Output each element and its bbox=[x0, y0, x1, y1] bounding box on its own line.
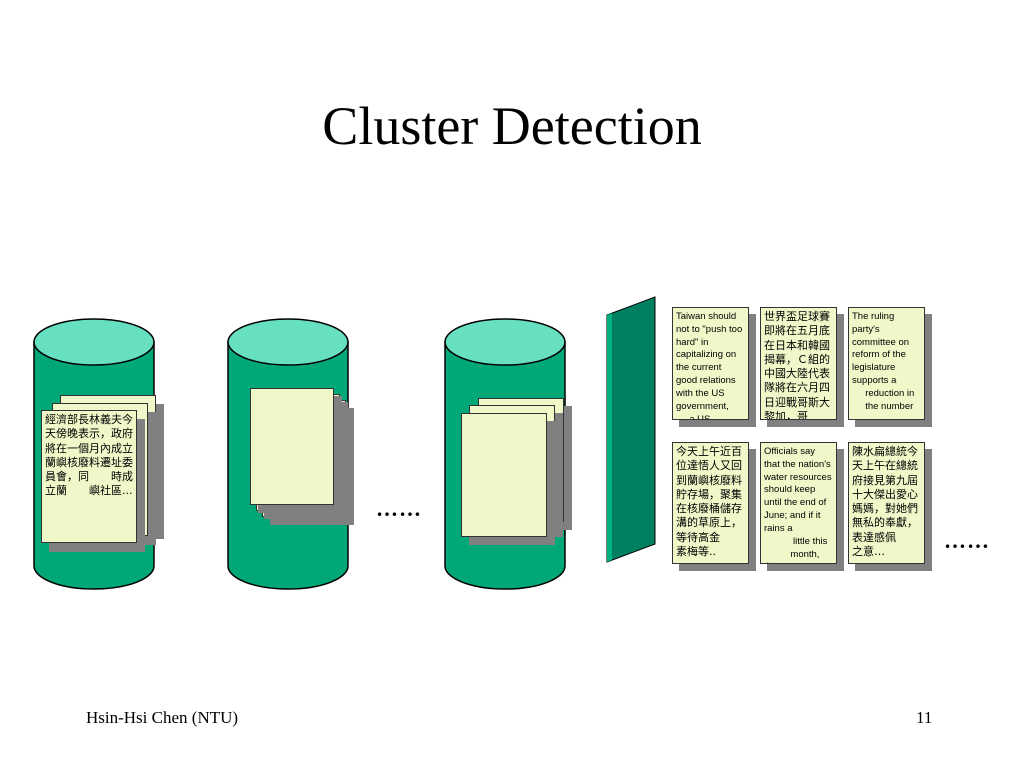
document-text: Taiwan should not to "push too hard" in … bbox=[676, 311, 743, 420]
document-text: 今天上午近百位達悟人又回到蘭嶼核廢料貯存場，聚集在核廢桶儲存溝的草原上， 等待高… bbox=[676, 445, 742, 559]
page-number: 11 bbox=[916, 708, 933, 727]
document-card: Taiwan should not to "push too hard" in … bbox=[672, 307, 749, 420]
document-card: The ruling party's committee on reform o… bbox=[848, 307, 925, 420]
document-text: 世界盃足球賽即將在五月底在日本和韓國揭幕，Ｃ組的中國大陸代表隊將在六月四日迎戰哥… bbox=[764, 310, 830, 420]
document-card: 世界盃足球賽即將在五月底在日本和韓國揭幕，Ｃ組的中國大陸代表隊將在六月四日迎戰哥… bbox=[760, 307, 837, 420]
ellipsis-right: …… bbox=[944, 528, 990, 553]
slide-title: Cluster Detection bbox=[322, 96, 702, 156]
stacked-page bbox=[461, 413, 547, 537]
ellipsis-middle: …… bbox=[376, 496, 422, 521]
document-text: The ruling party's committee on reform o… bbox=[852, 311, 915, 412]
document-card: Officials say that the nation's water re… bbox=[760, 442, 837, 564]
document-card: 陳水扁總統今天上午在總統府接見第九屆十大傑出愛心媽媽，對她們無私的奉獻， 表達感… bbox=[848, 442, 925, 564]
document-card: 今天上午近百位達悟人又回到蘭嶼核廢料貯存場，聚集在核廢桶儲存溝的草原上， 等待高… bbox=[672, 442, 749, 564]
document-text: 經濟部長林義夫今天傍晚表示，政府將在一個月內成立蘭嶼核廢料遷址委員會，同 時成立… bbox=[45, 413, 133, 498]
stacked-page bbox=[250, 388, 334, 505]
separator-panel bbox=[606, 296, 656, 563]
document-text: 陳水扁總統今天上午在總統府接見第九屆十大傑出愛心媽媽，對她們無私的奉獻， 表達感… bbox=[852, 445, 918, 559]
document-text: Officials say that the nation's water re… bbox=[764, 446, 832, 563]
cylinder-1-document: 經濟部長林義夫今天傍晚表示，政府將在一個月內成立蘭嶼核廢料遷址委員會，同 時成立… bbox=[41, 410, 137, 543]
footer-author: Hsin-Hsi Chen (NTU) bbox=[86, 708, 239, 727]
